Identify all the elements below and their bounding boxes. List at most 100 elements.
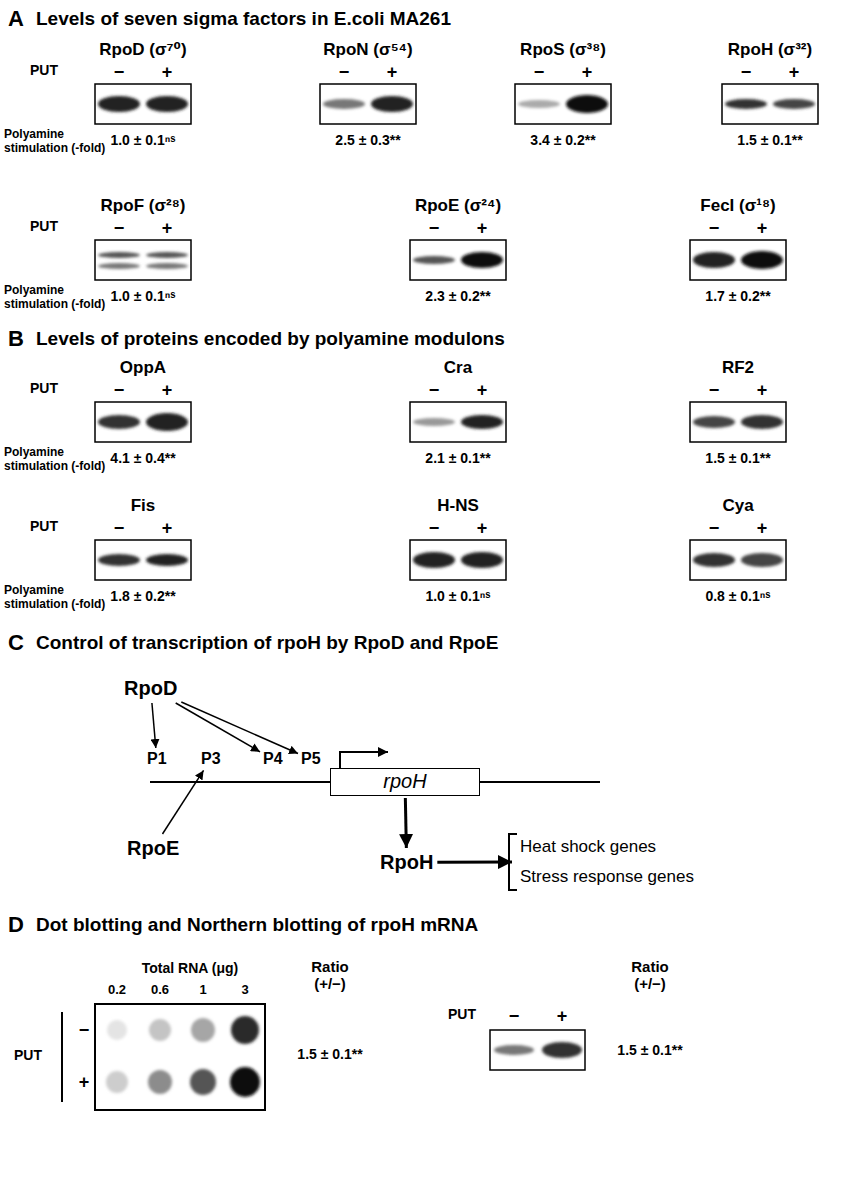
blot-band	[518, 100, 560, 108]
node-text: Stress response genes	[520, 867, 694, 887]
fold-value: 2.1 ± 0.1**	[425, 450, 490, 466]
arrow-connector	[152, 703, 156, 748]
node-text: RpoD	[124, 677, 177, 700]
panel-title: Dot blotting and Northern blotting of rp…	[36, 914, 478, 936]
blot-band	[98, 252, 140, 258]
protein-label: RpoE	[125, 836, 181, 861]
protein-name: RpoF (σ²⁸)	[101, 196, 186, 216]
node-text: rpoH	[331, 769, 479, 794]
blot-frame	[95, 84, 191, 124]
blot-band	[741, 251, 783, 269]
node-text: P1	[147, 750, 167, 768]
node-text: P3	[201, 750, 221, 768]
promoter-label: P1	[146, 750, 168, 768]
transcription-start-arrow	[340, 752, 388, 768]
blot-dot	[148, 1070, 172, 1094]
lane-sign: +	[79, 1072, 90, 1093]
blot-frame	[690, 402, 786, 442]
node-text: RpoE	[127, 837, 179, 860]
blot-band	[98, 96, 140, 112]
fold-value: 1.0 ± 0.1ⁿˢ	[110, 288, 175, 304]
panel-letter: A	[8, 6, 24, 31]
blot-band	[413, 256, 455, 264]
blot-frame	[410, 540, 506, 580]
promoter-label: P3	[200, 750, 222, 768]
lane-sign: −	[339, 62, 350, 83]
blot-band	[741, 415, 783, 429]
blot-band	[146, 252, 188, 258]
row-bar	[61, 1012, 63, 1102]
lane-sign: +	[162, 62, 173, 83]
treatment-label: PUT	[30, 218, 58, 234]
ratio-value: 1.5 ± 0.1**	[617, 1042, 682, 1058]
lane-sign: −	[741, 62, 752, 83]
blot-band	[146, 263, 188, 269]
protein-label: RpoD	[122, 676, 179, 701]
ratio-label: Ratio (+/−)	[311, 958, 349, 993]
blot-frame	[410, 402, 506, 442]
fold-value: 3.4 ± 0.2**	[530, 132, 595, 148]
row-label: Polyamine stimulation (-fold)	[4, 446, 108, 474]
amount-value: 1	[199, 983, 206, 998]
blot-band	[98, 554, 140, 566]
fold-value: 0.8 ± 0.1ⁿˢ	[705, 588, 770, 604]
amount-value: 3	[241, 983, 248, 998]
protein-name: RpoS (σ³⁸)	[520, 40, 606, 60]
lane-sign: +	[757, 380, 768, 401]
row-label: Polyamine stimulation (-fold)	[4, 128, 108, 156]
lane-sign: +	[789, 62, 800, 83]
blot-band	[461, 552, 503, 568]
blot-frame	[410, 240, 506, 280]
lane-sign: +	[477, 218, 488, 239]
lane-sign: −	[709, 518, 720, 539]
node-text: RpoH	[380, 851, 433, 874]
protein-name: RpoE (σ²⁴)	[415, 196, 501, 216]
fold-value: 1.0 ± 0.1ⁿˢ	[110, 132, 175, 148]
lane-sign: +	[477, 380, 488, 401]
target-genes: Heat shock genesStress response genes	[514, 836, 696, 887]
promoter-label: P5	[300, 750, 322, 768]
fold-value: 1.5 ± 0.1**	[737, 132, 802, 148]
protein-name: FecI (σ¹⁸)	[700, 196, 775, 216]
blot-frame	[95, 240, 191, 280]
blot-band	[461, 415, 503, 429]
lane-sign: +	[757, 218, 768, 239]
arrow-connector	[437, 860, 512, 863]
row-label: Polyamine stimulation (-fold)	[4, 584, 108, 612]
blot-dot	[230, 1067, 260, 1097]
blot-band	[146, 554, 188, 566]
blot-band	[725, 99, 767, 109]
lane-sign: +	[162, 518, 173, 539]
lane-sign: −	[429, 218, 440, 239]
treatment-label: PUT	[14, 1047, 42, 1063]
protein-name: Cya	[722, 496, 753, 516]
lane-sign: −	[509, 1006, 520, 1027]
treatment-label: PUT	[30, 518, 58, 534]
blot-band	[693, 416, 735, 428]
lane-sign: −	[709, 218, 720, 239]
blot-band	[323, 99, 365, 109]
fold-value: 2.3 ± 0.2**	[425, 288, 490, 304]
fold-value: 1.0 ± 0.1ⁿˢ	[425, 588, 490, 604]
ratio-value: 1.5 ± 0.1**	[297, 1046, 362, 1062]
protein-name: OppA	[120, 358, 166, 378]
amount-value: 0.6	[151, 983, 169, 998]
lane-sign: −	[534, 62, 545, 83]
dot-blot-frame	[95, 1004, 265, 1110]
lane-sign: +	[582, 62, 593, 83]
blot-frame	[690, 540, 786, 580]
panel-letter: C	[8, 630, 24, 655]
blot-band	[693, 553, 735, 567]
fold-value: 4.1 ± 0.4**	[110, 450, 175, 466]
treatment-label: PUT	[30, 380, 58, 396]
panel-title: Levels of seven sigma factors in E.coli …	[36, 8, 451, 30]
panel-letter: D	[8, 912, 24, 937]
protein-label: RpoH	[378, 850, 435, 875]
node-text: P5	[301, 750, 321, 768]
blot-band	[98, 263, 140, 269]
blot-dot	[107, 1020, 127, 1040]
blot-frame	[490, 1030, 585, 1070]
arrow-connector	[181, 702, 298, 754]
blot-band	[146, 413, 188, 431]
blot-band	[146, 96, 188, 112]
